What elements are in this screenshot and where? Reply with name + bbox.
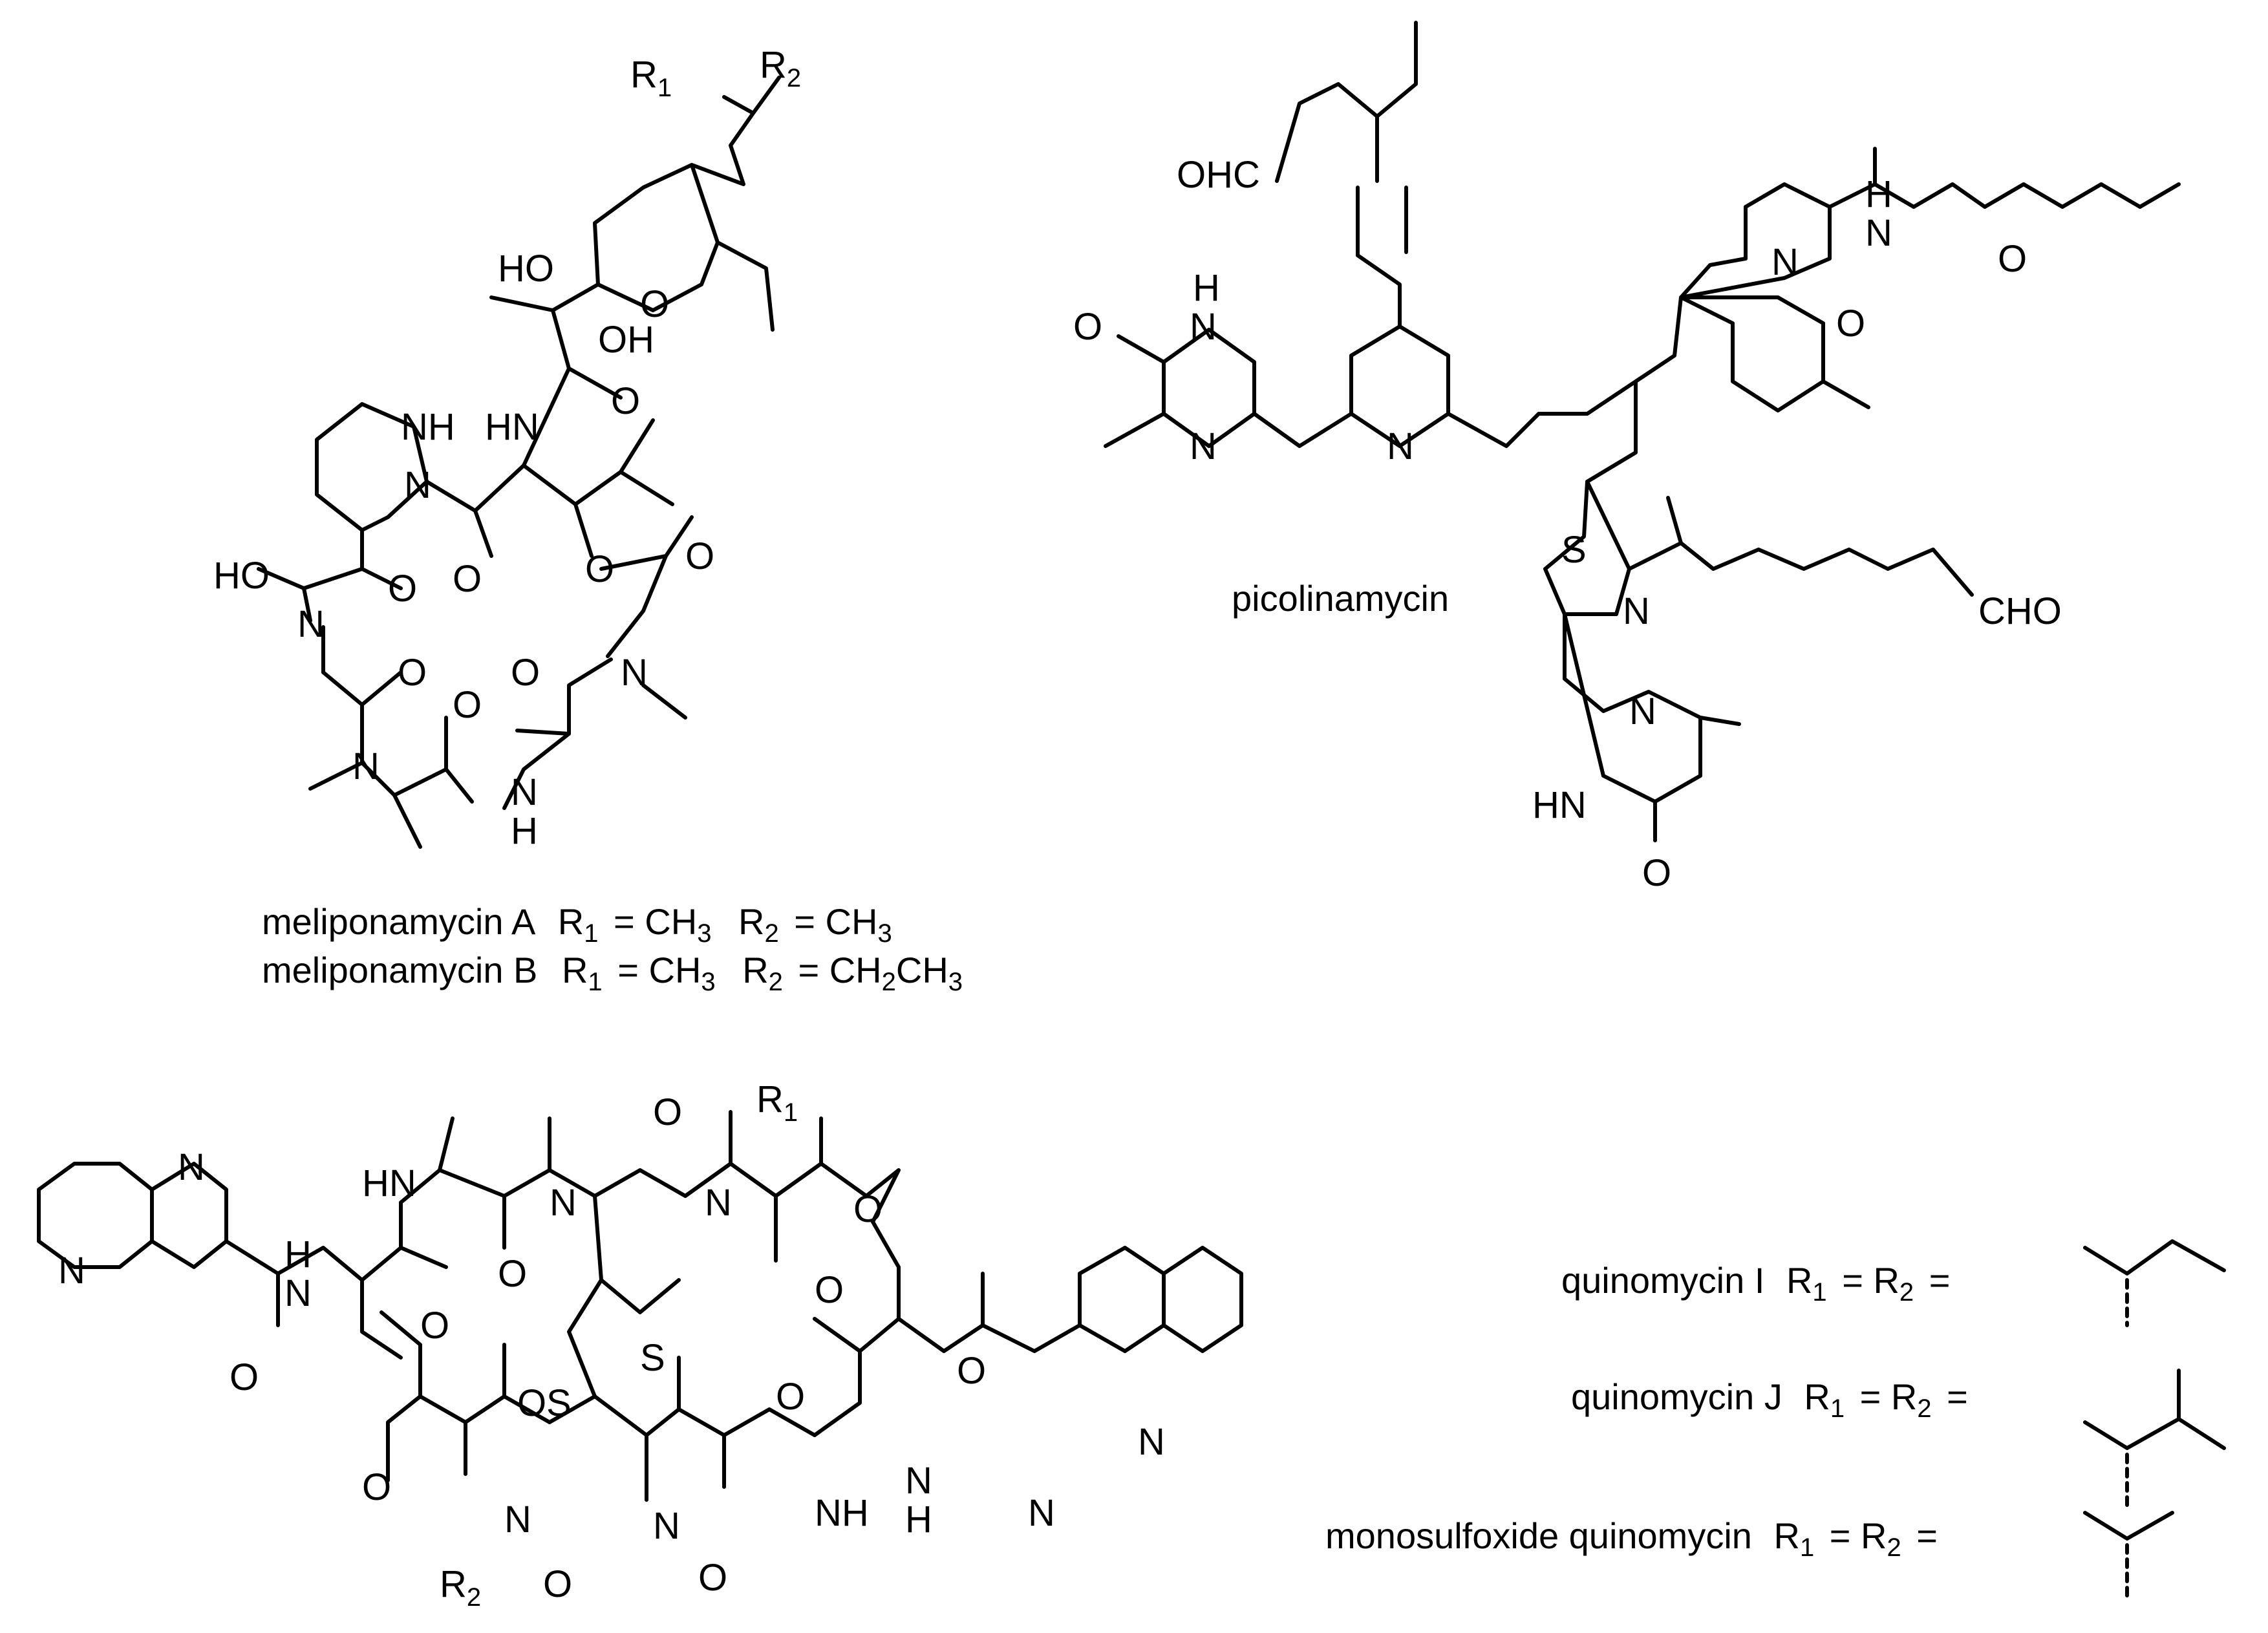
svg-text:R1: R1 xyxy=(630,54,672,102)
picolinamycin-structure: OHC CHO O N H N N N H N O O S N N HN O p… xyxy=(1073,21,2181,894)
atom-nh-ring: NH xyxy=(815,1492,869,1534)
r1-subscript: 1 xyxy=(658,74,672,102)
atom-o-sulfoxide: O xyxy=(517,1382,546,1424)
atom-hn-pyrazinone-bottom: HN xyxy=(1532,784,1587,826)
atom-cho: CHO xyxy=(1978,590,2062,632)
caption-monosulfoxide-quinomycin: monosulfoxide quinomycin R1 = R2 = xyxy=(1325,1515,1938,1564)
branched-fragment xyxy=(2083,1369,2226,1450)
caption-meliponamycin-a: meliponamycin A R1 = CH3 R2 = CH3 xyxy=(262,901,892,950)
atom-s-thiazole: S xyxy=(1561,529,1587,571)
r1-label-quinomycin: R xyxy=(756,1078,784,1120)
atom-o-hydroxamate: O xyxy=(388,568,417,610)
atom-o-carbamate: O xyxy=(685,535,714,577)
atom-ho-top: HO xyxy=(498,248,554,290)
atom-o-pyrazinone-bottom: O xyxy=(1642,852,1671,894)
atom-o-pyrazinone-top: O xyxy=(1073,306,1102,348)
atom-n-ring-1: N xyxy=(550,1182,577,1224)
atom-o-ring-7: O xyxy=(543,1563,572,1605)
atom-n-amide: N xyxy=(511,771,538,813)
atom-n-ring-2: N xyxy=(705,1182,732,1224)
atom-o-ring-3: O xyxy=(653,1091,682,1133)
atom-n-pyrazine-top: N xyxy=(1190,425,1217,467)
atom-n-amide: N xyxy=(1865,212,1892,254)
atom-o-ring-4: O xyxy=(853,1188,883,1230)
caption-picolinamycin: picolinamycin xyxy=(1232,578,1449,619)
atom-h-amide-left: H xyxy=(284,1233,312,1275)
atom-n-pyrazinone-top: N xyxy=(1190,306,1217,348)
atom-o-ring-2: O xyxy=(498,1253,527,1295)
atom-h-amide: H xyxy=(1865,173,1892,215)
atom-n-pyrazine-bottom: N xyxy=(1629,690,1656,732)
atom-o-ring-1: O xyxy=(420,1305,449,1347)
atom-o-ring-9: O xyxy=(776,1376,805,1418)
atom-o-amide-left: O xyxy=(230,1356,259,1398)
atom-hn-valine: HN xyxy=(485,406,539,448)
atom-n-piperazic: N xyxy=(404,464,431,506)
atom-n-pyridine-2: N xyxy=(1771,241,1799,283)
atom-o-ketone: O xyxy=(611,380,640,422)
svg-text:R1: R1 xyxy=(756,1078,798,1127)
atom-n-quinoxaline-right-1: N xyxy=(1138,1421,1165,1463)
atom-ho-hydroxamate: HO xyxy=(213,555,270,597)
atom-n-ring-3: N xyxy=(504,1499,531,1541)
atom-o-carbonyl-left: O xyxy=(453,558,482,600)
atom-n-thiazole: N xyxy=(1623,590,1650,632)
atom-s-sulfoxide: S xyxy=(546,1382,572,1424)
picolinamycin-atom-labels: OHC CHO O N H N N N H N O O S N N HN O xyxy=(1073,154,2062,894)
picolinamycin-bonds xyxy=(1104,21,2181,842)
atom-n-methyl-right: N xyxy=(621,652,648,694)
caption-quinomycin-i: quinomycin I R1 = R2 = xyxy=(1561,1260,1950,1308)
atom-n-methyl-left: N xyxy=(352,745,380,787)
atom-n-quinoxaline-left-1: N xyxy=(178,1146,205,1188)
atom-hn-ring-1: HN xyxy=(362,1162,416,1204)
svg-text:R2: R2 xyxy=(760,44,801,92)
atom-n-amide-left: N xyxy=(284,1272,312,1314)
r2-label-quinomycin: R xyxy=(440,1563,467,1605)
atom-o-amide-right: O xyxy=(957,1350,986,1392)
atom-o-ring-5: O xyxy=(815,1269,844,1311)
quinomycin-side-chain-fragments xyxy=(2083,1239,2226,1599)
atom-n-amide-right: N xyxy=(905,1460,932,1502)
atom-o-ring-6: O xyxy=(362,1466,391,1508)
atom-n-pyridine-1: N xyxy=(1387,425,1414,467)
atom-nh: NH xyxy=(401,406,455,448)
atom-h-amide: H xyxy=(511,810,538,852)
atom-o-ester: O xyxy=(585,548,614,590)
meliponamycin-bonds xyxy=(257,76,781,849)
atom-o-gly: O xyxy=(398,652,427,694)
atom-n-hydroxamate: N xyxy=(297,603,325,645)
caption-quinomycin-j: quinomycin J R1 = R2 = xyxy=(1571,1376,1968,1425)
atom-ohc: OHC xyxy=(1177,154,1260,196)
atom-h-amide-right: H xyxy=(905,1499,932,1541)
isopropyl-fragment xyxy=(2083,1511,2174,1541)
atom-n-ring-4: N xyxy=(653,1505,680,1547)
quinomycin-structure: N N H N O HN O N O O N O O S S O N O N O… xyxy=(37,1078,2226,1612)
r2-subscript: 2 xyxy=(787,64,801,92)
atom-n-quinoxaline-right-2: N xyxy=(1028,1492,1055,1534)
meliponamycin-atom-labels: R1 R2 NH N HN HO OH O O O O HO N O O O O… xyxy=(213,44,801,852)
atom-s-thioacetal: S xyxy=(640,1337,665,1379)
r1-sub-quinomycin: 1 xyxy=(784,1098,798,1127)
r1-label: R xyxy=(630,54,658,96)
svg-text:R2: R2 xyxy=(440,1563,481,1612)
atom-o-ring-8: O xyxy=(698,1557,727,1599)
atom-n-quinoxaline-left-2: N xyxy=(58,1250,85,1292)
meliponamycin-caption: meliponamycin A R1 = CH3 R2 = CH3 melipo… xyxy=(262,901,963,998)
r2-label: R xyxy=(760,44,787,86)
sec-butyl-fragment xyxy=(2083,1239,2226,1275)
atom-h-pyrazinone-top: H xyxy=(1193,267,1220,309)
caption-meliponamycin-b: meliponamycin B R1 = CH3 R2 = CH2CH3 xyxy=(262,950,963,998)
atom-o-ether: O xyxy=(1998,238,2027,280)
atom-o-pyran: O xyxy=(640,283,669,325)
quinomycin-variant-captions: quinomycin I R1 = R2 = quinomycin J R1 =… xyxy=(1325,1260,1968,1564)
atom-o-ala: O xyxy=(453,684,482,726)
quinomycin-atom-labels: N N H N O HN O N O O N O O S S O N O N O… xyxy=(58,1078,1165,1612)
atom-o-mid: O xyxy=(511,652,540,694)
quinomycin-bonds xyxy=(37,1110,1243,1502)
atom-oh-top: OH xyxy=(598,319,654,361)
atom-o-amide: O xyxy=(1836,303,1865,345)
r2-sub-quinomycin: 2 xyxy=(467,1583,481,1612)
meliponamycin-structure: R1 R2 NH N HN HO OH O O O O HO N O O O O… xyxy=(213,44,963,998)
